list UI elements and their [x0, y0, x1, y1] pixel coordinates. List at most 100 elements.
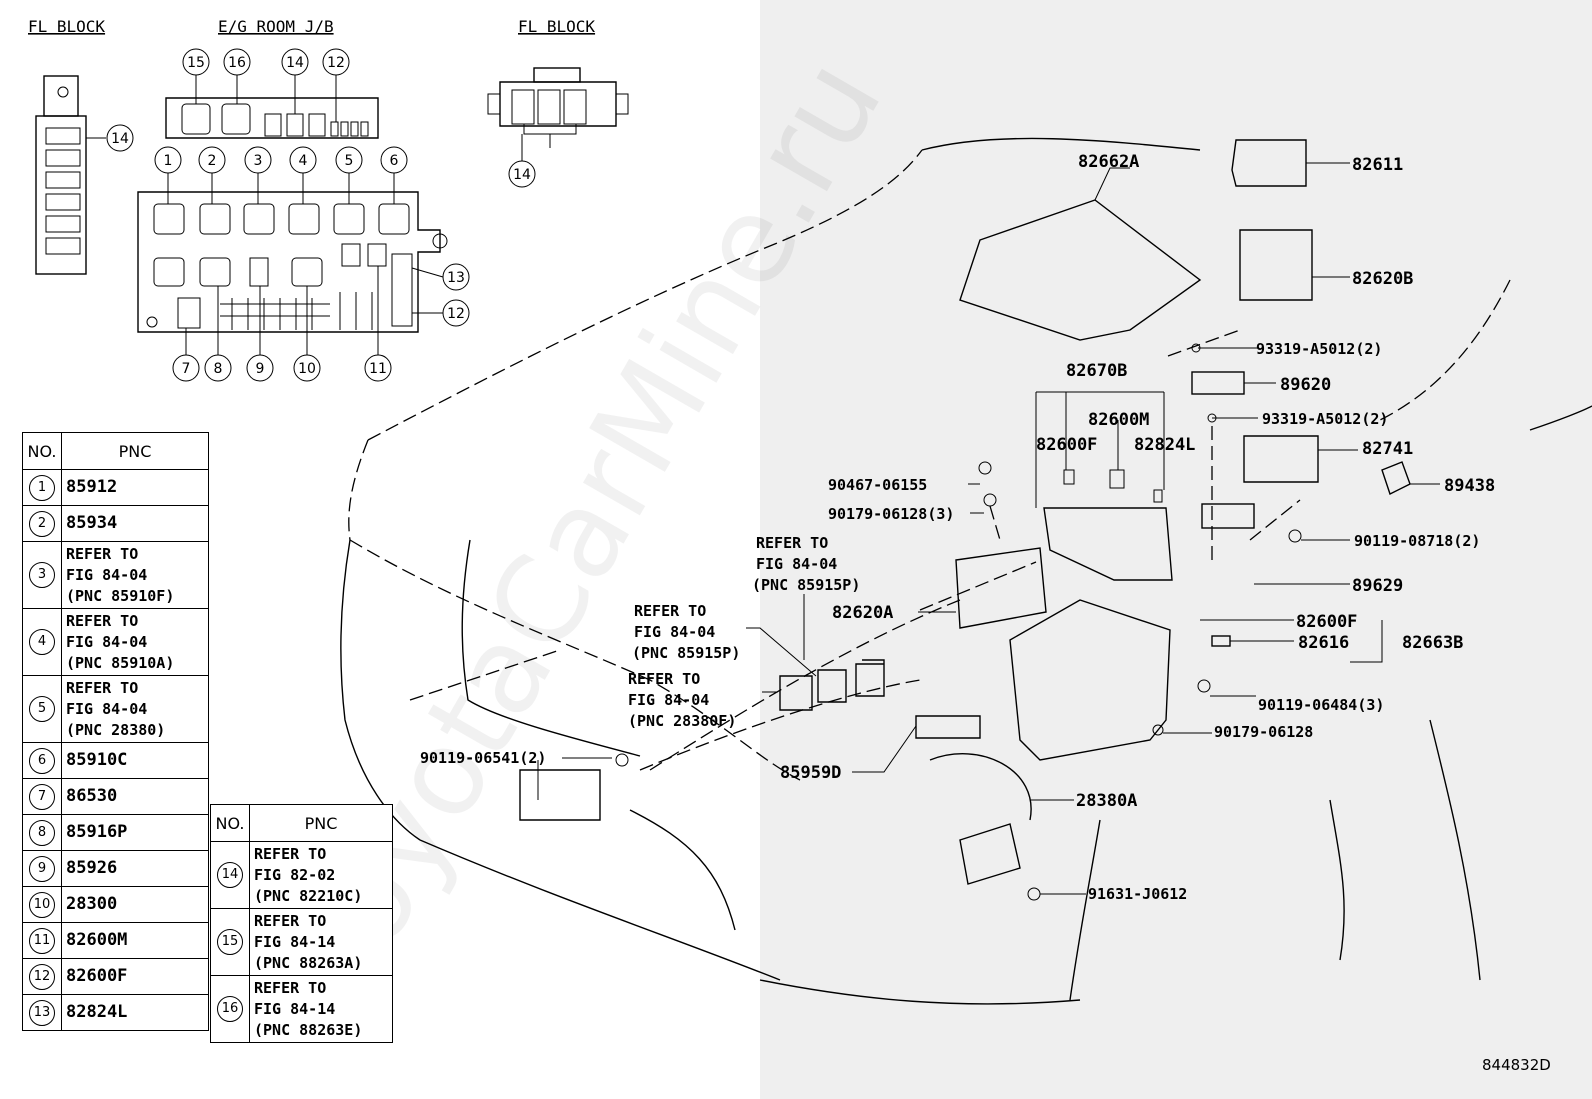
label-93319-a5012-b: 93319-A5012(2) — [1262, 410, 1388, 428]
label-90179-06128: 90179-06128 — [1214, 723, 1313, 741]
circle-7: 7 — [172, 354, 200, 382]
row-number-circle: 6 — [29, 747, 55, 774]
pnc-line: (PNC 85910A) — [66, 653, 175, 672]
label-85959D: 85959D — [780, 763, 841, 783]
refer-note-3-line-2: FIG 84-04 — [628, 691, 709, 709]
label-89620: 89620 — [1280, 375, 1331, 395]
row-pnc: 85934 — [61, 505, 209, 542]
circle-3: 3 — [244, 146, 272, 174]
row-number-circle: 13 — [29, 999, 55, 1026]
svg-text:14: 14 — [111, 131, 129, 147]
circle-15: 15 — [182, 48, 210, 76]
circle-5: 5 — [335, 146, 363, 174]
relay-block-82620A-shape — [955, 547, 1047, 629]
table1-col-no: NO. — [22, 432, 62, 470]
cover-82611-shape — [1231, 139, 1307, 187]
label-82616: 82616 — [1298, 633, 1349, 653]
relay-block-82670B-shape — [1043, 507, 1173, 581]
pnc-line: 82600M — [66, 930, 128, 950]
svg-text:4: 4 — [299, 153, 308, 169]
circle-13: 13 — [442, 263, 470, 291]
pnc-line: 82824L — [66, 1002, 128, 1022]
pnc-line: (PNC 85910F) — [66, 586, 175, 605]
shaded-diagram-panel — [760, 0, 1592, 1099]
row-pnc: 28300 — [61, 886, 209, 923]
circle-16: 16 — [223, 48, 251, 76]
svg-text:12: 12 — [327, 55, 345, 71]
circle-2: 2 — [198, 146, 226, 174]
pnc-line: FIG 82-02 — [254, 865, 336, 884]
row-number-circle: 3 — [29, 562, 55, 588]
circle-12-jb-right: 12 — [442, 299, 470, 327]
svg-text:2: 2 — [208, 153, 217, 169]
svg-text:7: 7 — [182, 361, 191, 377]
svg-text:6: 6 — [390, 153, 399, 169]
row-number: 4 — [22, 608, 62, 676]
row-number-circle: 14 — [217, 862, 243, 888]
pnc-line: FIG 84-04 — [66, 565, 148, 584]
circle-6: 6 — [380, 146, 408, 174]
fuse-82600M — [1109, 469, 1125, 489]
pnc-line: REFER TO — [66, 544, 139, 563]
callout-labels: 82662A 82611 82620B 93319-A5012(2) 89620… — [420, 152, 1495, 903]
bracket-82741-shape — [1243, 435, 1319, 483]
pnc-line: 86530 — [66, 786, 118, 806]
svg-text:14: 14 — [513, 167, 531, 183]
pnc-line: 85926 — [66, 858, 118, 878]
pnc-line: FIG 84-14 — [254, 932, 336, 951]
row-pnc: 82824L — [61, 994, 209, 1031]
label-82662A: 82662A — [1078, 152, 1139, 172]
relay-89629-shape — [1201, 503, 1255, 529]
fuse-blocks-left — [779, 659, 885, 711]
fuse-82824L — [1153, 489, 1163, 503]
svg-text:12: 12 — [447, 306, 465, 322]
label-89629: 89629 — [1352, 576, 1403, 596]
label-82620B: 82620B — [1352, 269, 1413, 289]
label-82741: 82741 — [1362, 439, 1413, 459]
svg-text:16: 16 — [228, 55, 246, 71]
row-pnc: 86530 — [61, 778, 209, 815]
relay-block-82620B-shape — [1239, 229, 1313, 301]
nut-90179 — [983, 493, 997, 507]
svg-text:8: 8 — [214, 361, 223, 377]
clip-90467 — [978, 461, 992, 475]
label-82620A: 82620A — [832, 603, 893, 623]
row-number: 16 — [210, 975, 250, 1043]
figure-code: 844832D — [1482, 1056, 1551, 1074]
row-number: 12 — [22, 958, 62, 995]
row-number-circle: 1 — [29, 474, 55, 501]
bolt-90119b — [1197, 679, 1211, 693]
row-number-circle: 2 — [29, 510, 55, 537]
row-number: 13 — [22, 994, 62, 1031]
svg-text:14: 14 — [286, 55, 304, 71]
eg-room-jb-drawing — [137, 97, 448, 333]
pnc-line: (PNC 88263A) — [254, 953, 363, 972]
svg-text:10: 10 — [298, 361, 316, 377]
svg-text:11: 11 — [369, 361, 387, 377]
refer-note-2-line-3: (PNC 85915P) — [632, 644, 740, 662]
label-90179-06128-3: 90179-06128(3) — [828, 505, 954, 523]
leader-lines — [537, 162, 1440, 895]
sensor-89438-shape — [1381, 461, 1411, 495]
table2-col-no: NO. — [210, 804, 250, 842]
pnc-line: FIG 84-04 — [66, 699, 148, 718]
bolt-90119a — [1288, 529, 1302, 543]
circle-12-jb-top: 12 — [322, 48, 350, 76]
label-89438: 89438 — [1444, 476, 1495, 496]
circle-10: 10 — [293, 354, 321, 382]
row-number: 11 — [22, 922, 62, 959]
label-82611: 82611 — [1352, 155, 1403, 175]
row-pnc: 85926 — [61, 850, 209, 887]
header-eg-room-jb: E/G ROOM J/B — [218, 17, 334, 36]
